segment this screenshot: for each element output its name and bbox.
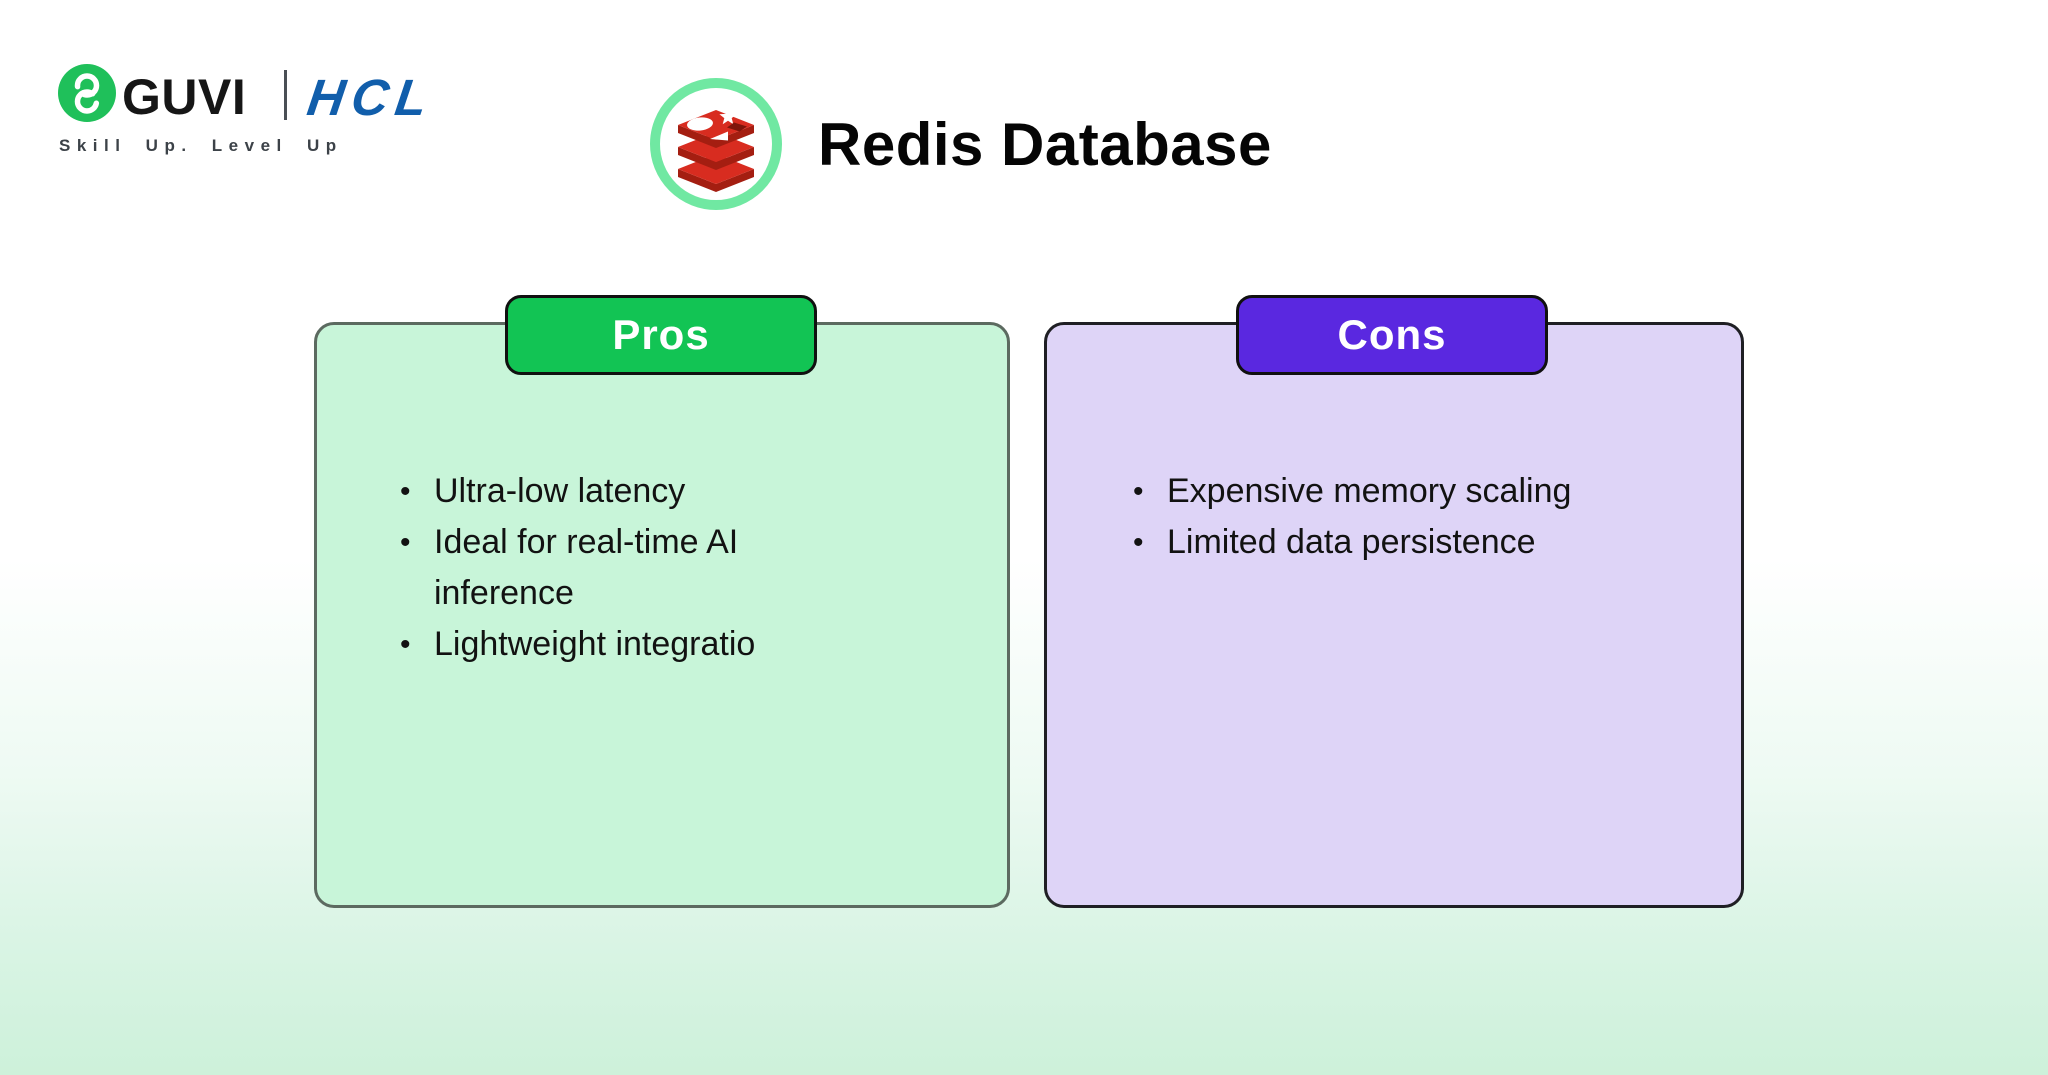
page-title: Redis Database bbox=[818, 111, 1272, 178]
pros-badge: Pros bbox=[505, 295, 817, 375]
cons-badge: Cons bbox=[1236, 295, 1548, 375]
cons-card bbox=[1044, 322, 1744, 908]
list-item: Expensive memory scaling bbox=[1123, 466, 1703, 517]
pros-list: Ultra-low latency Ideal for real-time AI… bbox=[390, 466, 840, 670]
pros-badge-label: Pros bbox=[612, 311, 710, 358]
list-item: Ultra-low latency bbox=[390, 466, 834, 517]
hcl-wordmark: HCL bbox=[303, 69, 438, 126]
guvi-logo-icon bbox=[58, 64, 116, 122]
brand-divider bbox=[284, 70, 287, 120]
list-item: Limited data persistence bbox=[1123, 517, 1703, 568]
brand-header: GUVI HCL Skill Up. Level Up bbox=[58, 56, 538, 166]
list-item: Ideal for real-time AI inference bbox=[390, 517, 834, 619]
brand-tagline: Skill Up. Level Up bbox=[59, 136, 343, 155]
list-item: Lightweight integratio bbox=[390, 619, 834, 670]
guvi-wordmark: GUVI bbox=[122, 69, 247, 125]
cons-badge-label: Cons bbox=[1337, 311, 1447, 358]
cons-list: Expensive memory scaling Limited data pe… bbox=[1123, 466, 1703, 568]
redis-logo-icon bbox=[648, 76, 784, 212]
